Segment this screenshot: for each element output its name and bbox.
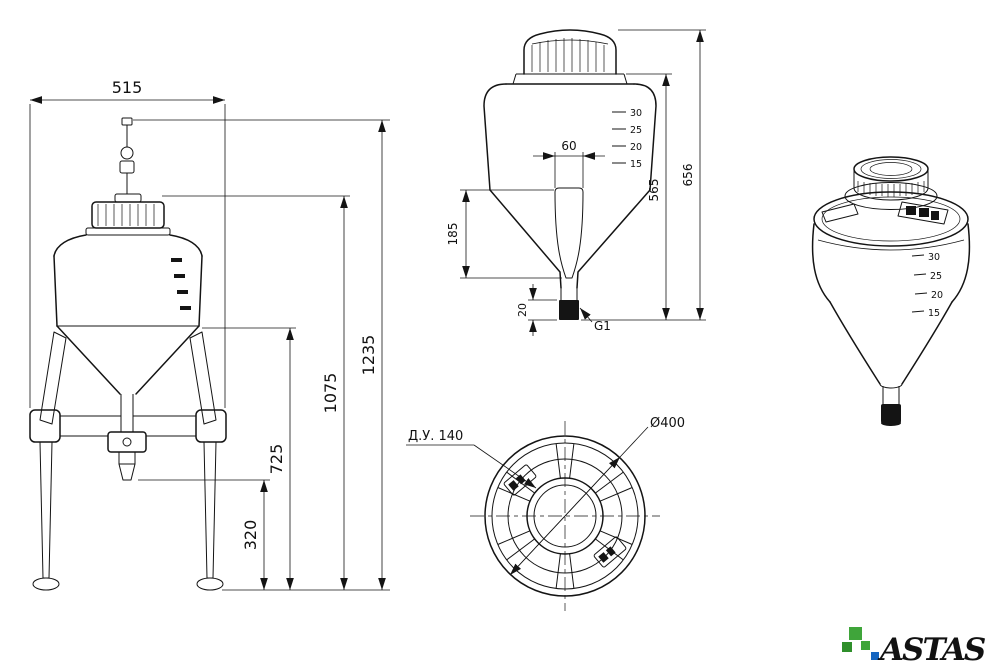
dim-width-515: 515 (112, 78, 143, 97)
persp-level-mark-20: 20 (931, 290, 943, 301)
dim-height-320: 320 (241, 520, 260, 551)
logo: ASTAS (842, 627, 988, 667)
top-label-plate (897, 201, 949, 225)
airlock (119, 117, 135, 194)
handle-recess (821, 203, 859, 223)
persp-level-mark-25: 25 (930, 271, 942, 282)
dim-height-1235: 1235 (359, 335, 378, 376)
section-level-mark-25: 25 (630, 125, 642, 136)
tank-body (53, 234, 203, 395)
lid (85, 193, 171, 236)
lid-ribs (497, 443, 633, 589)
section-level-mark-20: 20 (630, 142, 642, 153)
drain-valve (107, 394, 147, 481)
dim-body-height-565: 565 (647, 179, 661, 202)
front-view-dimensions: 515 320 725 1075 1235 (29, 78, 390, 591)
perspective-cap (844, 156, 938, 210)
tripod-legs (29, 331, 227, 591)
perspective-outlet-thread (881, 404, 901, 423)
logo-square-blue (871, 652, 879, 660)
section-level-mark-30: 30 (630, 108, 642, 119)
dim-funnel-width-60: 60 (561, 139, 576, 153)
top-view-labels: Ø400 Д.У. 140 (406, 416, 685, 576)
logo-square-green-dark (842, 642, 852, 652)
perspective-level-marks: 30 25 20 15 (911, 252, 943, 319)
label-diameter: Ø400 (650, 416, 685, 431)
dim-funnel-height-185: 185 (446, 223, 460, 246)
section-dimensions: 60 185 565 656 20 G1 (446, 29, 706, 336)
dim-outlet-20: 20 (516, 303, 529, 317)
section-level-marks: 30 25 20 15 (612, 108, 642, 170)
perspective-body (811, 191, 971, 426)
label-plate-bottom (593, 536, 627, 568)
tank-section-view: 30 25 20 15 60 185 565 (446, 29, 706, 336)
logo-square-green (849, 627, 862, 640)
dim-total-height-656: 656 (681, 164, 695, 187)
inner-funnel (554, 187, 584, 279)
section-level-mark-15: 15 (630, 159, 642, 170)
fermenter-front-view: 515 320 725 1075 1235 (29, 78, 390, 591)
persp-level-mark-15: 15 (928, 308, 940, 319)
persp-level-mark-30: 30 (928, 252, 940, 263)
logo-text: ASTAS (877, 632, 986, 667)
tank-top-view: Ø400 Д.У. 140 (406, 416, 685, 611)
thread-label-g1: G1 (594, 319, 611, 333)
dim-height-725: 725 (267, 444, 286, 475)
dim-height-1075: 1075 (321, 373, 340, 414)
label-nominal-bore: Д.У. 140 (408, 429, 463, 444)
screw-cap (512, 29, 628, 85)
tank-profile (483, 83, 657, 320)
tank-perspective-view: 30 25 20 15 (811, 156, 971, 426)
logo-square-green-2 (861, 641, 870, 650)
outlet-thread (559, 300, 579, 320)
